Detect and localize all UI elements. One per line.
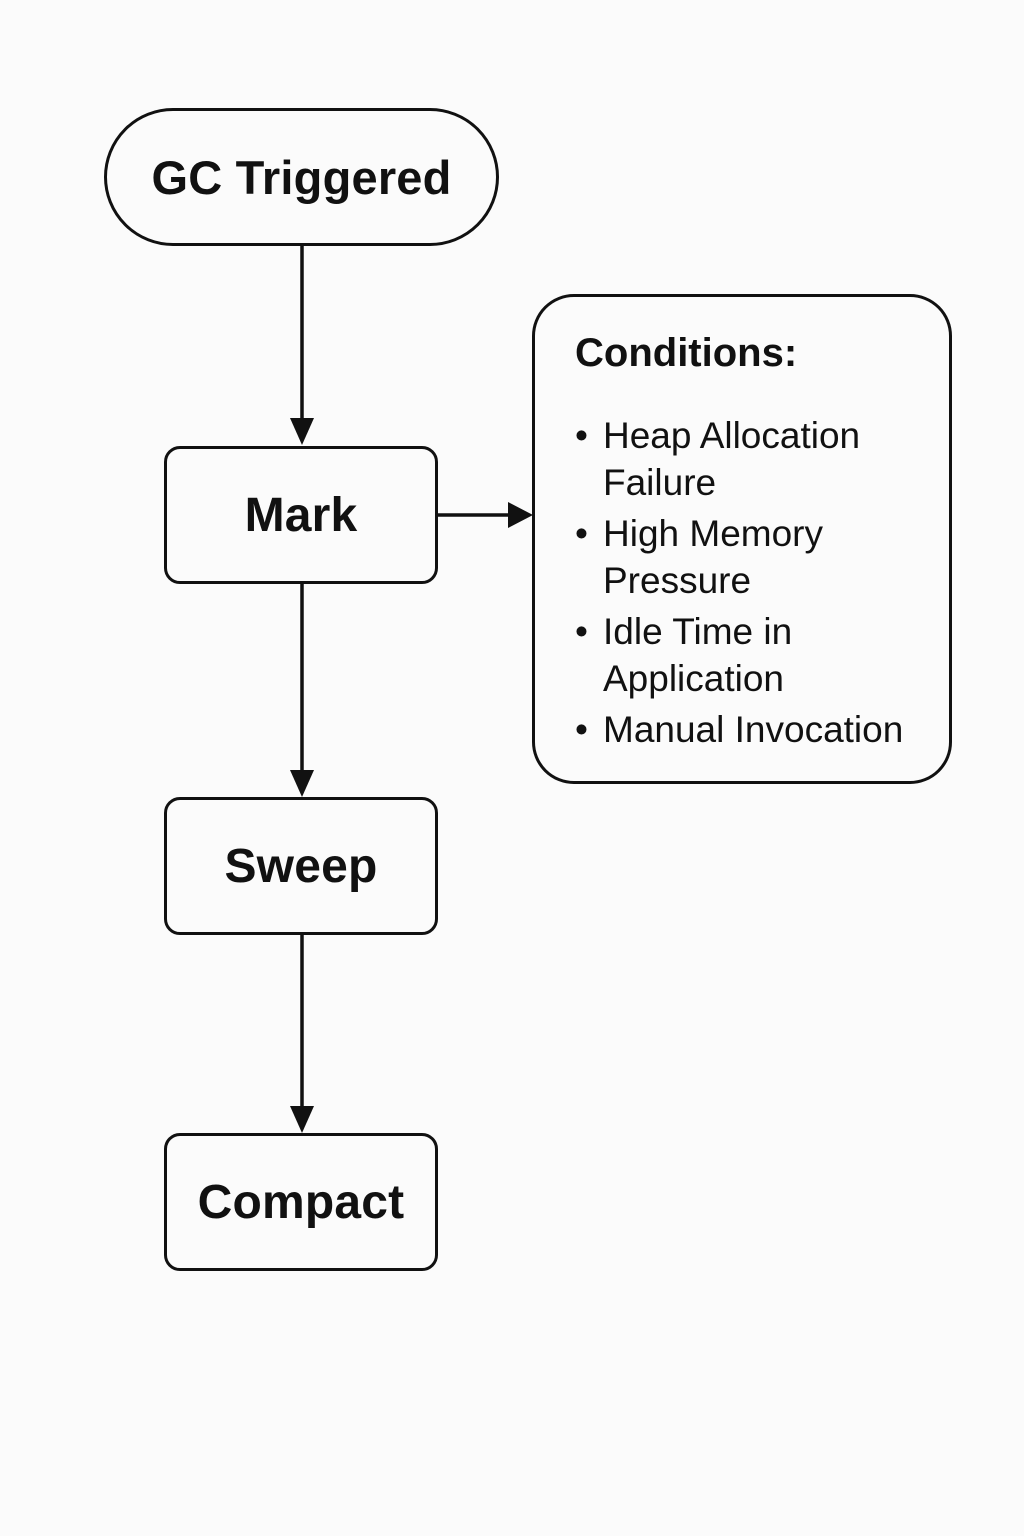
bullet-icon: • [575, 709, 588, 750]
condition-text: Heap Allocation Failure [603, 415, 861, 503]
compact-node: Compact [164, 1133, 438, 1271]
condition-text: High Memory Pressure [603, 513, 823, 601]
arrow-mark-to-conditions [438, 502, 533, 528]
gc-triggered-node: GC Triggered [104, 108, 499, 246]
bullet-icon: • [575, 415, 588, 456]
conditions-title: Conditions: [575, 331, 798, 375]
mark-label: Mark [244, 488, 358, 542]
mark-node: Mark [164, 446, 438, 584]
arrow-start-to-mark [290, 246, 314, 445]
bullet-icon: • [575, 611, 588, 652]
condition-item-high-memory-pressure: • High Memory Pressure [575, 510, 929, 604]
arrow-sweep-to-compact [290, 935, 314, 1133]
condition-item-idle-time: • Idle Time in Application [575, 608, 929, 702]
conditions-box: Conditions: • Heap Allocation Failure • … [532, 294, 952, 784]
condition-text: Idle Time in Application [603, 611, 793, 699]
conditions-list: • Heap Allocation Failure • High Memory … [575, 412, 929, 753]
condition-item-heap-allocation-failure: • Heap Allocation Failure [575, 412, 929, 506]
gc-triggered-label: GC Triggered [151, 150, 452, 204]
condition-text: Manual Invocation [603, 709, 904, 750]
sweep-node: Sweep [164, 797, 438, 935]
bullet-icon: • [575, 513, 588, 554]
arrow-mark-to-sweep [290, 584, 314, 797]
compact-label: Compact [197, 1175, 405, 1229]
condition-item-manual-invocation: • Manual Invocation [575, 706, 929, 753]
sweep-label: Sweep [224, 839, 378, 893]
